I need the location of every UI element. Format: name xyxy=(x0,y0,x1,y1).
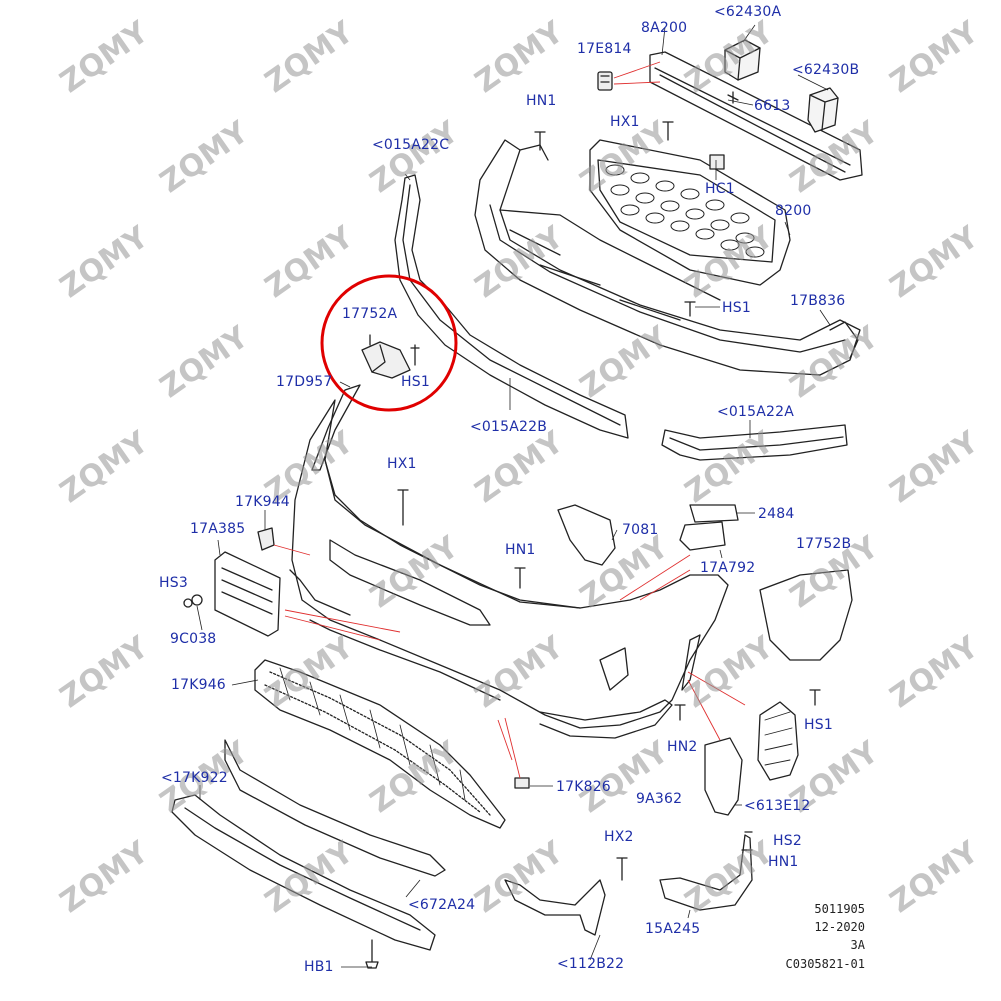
bracket-15a245 xyxy=(659,834,753,911)
reference-line-4: C0305821-01 xyxy=(785,957,865,971)
part-label-hc1[interactable]: HC1 xyxy=(705,181,735,197)
bracket-62430a xyxy=(724,39,761,81)
bracket-112b22 xyxy=(504,879,606,936)
trim-strip-015a22c xyxy=(394,174,629,439)
part-label-112b22[interactable]: <112B22 xyxy=(557,956,625,972)
part-label-hn2[interactable]: HN2 xyxy=(667,739,698,755)
drawing-reference: 5011905 12-2020 3A C0305821-01 xyxy=(760,902,865,982)
part-label-17k946[interactable]: 17K946 xyxy=(171,677,226,693)
tow-cap-2484 xyxy=(689,504,739,523)
highlight-circle xyxy=(320,274,458,412)
fog-lamp-613e12 xyxy=(757,701,799,781)
bracket-62430b xyxy=(807,87,839,133)
part-label-62430a[interactable]: <62430A xyxy=(714,4,782,20)
trim-015a22a xyxy=(661,424,848,461)
license-plate-bracket-17a385 xyxy=(214,551,281,637)
part-label-17k826[interactable]: 17K826 xyxy=(556,779,611,795)
deflector-17752b xyxy=(759,569,853,661)
part-label-hs1-circle[interactable]: HS1 xyxy=(401,374,430,390)
part-label-015a22a[interactable]: <015A22A xyxy=(717,404,795,420)
clip-17e814 xyxy=(597,71,613,91)
bracket-17752a xyxy=(361,334,420,379)
part-label-17a792[interactable]: 17A792 xyxy=(700,560,756,576)
bumper-cover xyxy=(289,399,729,739)
part-label-672a24[interactable]: <672A24 xyxy=(408,897,476,913)
part-label-17b836[interactable]: 17B836 xyxy=(790,293,846,309)
bezel-9a362 xyxy=(704,737,743,816)
part-label-hs1-right[interactable]: HS1 xyxy=(804,717,833,733)
part-label-hs1-grille[interactable]: HS1 xyxy=(722,300,751,316)
grille-8200 xyxy=(589,139,791,286)
part-label-015a22b[interactable]: <015A22B xyxy=(470,419,548,435)
part-label-62430b[interactable]: <62430B xyxy=(792,62,860,78)
bracket-7081 xyxy=(557,504,616,566)
leader-lines xyxy=(196,24,831,968)
reference-line-3: 3A xyxy=(850,938,865,952)
part-label-9c038[interactable]: 9C038 xyxy=(170,631,217,647)
part-label-9a362[interactable]: 9A362 xyxy=(636,791,683,807)
skid-plate-17k922 xyxy=(171,794,436,951)
part-label-17k944[interactable]: 17K944 xyxy=(235,494,290,510)
reference-line-2: 12-2020 xyxy=(814,920,865,934)
grommet-9c038 xyxy=(191,594,203,606)
bolt-hb1 xyxy=(365,939,379,969)
part-label-hn1-mid[interactable]: HN1 xyxy=(505,542,536,558)
red-leaders xyxy=(273,61,746,779)
part-label-17a385[interactable]: 17A385 xyxy=(190,521,246,537)
part-label-17752a[interactable]: 17752A xyxy=(342,306,398,322)
screw-hs3 xyxy=(183,598,193,608)
part-label-17k922[interactable]: <17K922 xyxy=(161,770,228,786)
part-label-hx1-top[interactable]: HX1 xyxy=(610,114,640,130)
part-label-15a245[interactable]: 15A245 xyxy=(645,921,701,937)
clip-hc1 xyxy=(709,154,725,170)
bracket-17k944 xyxy=(257,527,275,551)
part-label-hx2[interactable]: HX2 xyxy=(604,829,634,845)
clip-17k826 xyxy=(514,777,530,789)
reference-line-1: 5011905 xyxy=(814,902,865,916)
part-label-hn1-top[interactable]: HN1 xyxy=(526,93,557,109)
part-label-hb1[interactable]: HB1 xyxy=(304,959,334,975)
part-label-17d957[interactable]: 17D957 xyxy=(276,374,333,390)
part-label-hx1-mid[interactable]: HX1 xyxy=(387,456,417,472)
part-label-17e814[interactable]: 17E814 xyxy=(577,41,632,57)
fasteners xyxy=(397,121,821,881)
part-label-7081[interactable]: 7081 xyxy=(622,522,659,538)
part-label-2484[interactable]: 2484 xyxy=(758,506,795,522)
trim-17d957 xyxy=(311,384,361,471)
part-label-6613[interactable]: 6613 xyxy=(754,98,791,114)
part-label-hs2[interactable]: HS2 xyxy=(773,833,802,849)
trim-strip-672a24 xyxy=(224,739,446,877)
part-label-hn1-low[interactable]: HN1 xyxy=(768,854,799,870)
bezel-17a792 xyxy=(679,521,726,551)
part-label-8a200[interactable]: 8A200 xyxy=(641,20,688,36)
part-label-015a22c[interactable]: <015A22C xyxy=(372,137,450,153)
part-label-613e12[interactable]: <613E12 xyxy=(744,798,811,814)
part-label-17752b[interactable]: 17752B xyxy=(796,536,852,552)
part-label-hs3[interactable]: HS3 xyxy=(159,575,188,591)
lower-grille-17k946 xyxy=(254,659,506,829)
grille-carrier xyxy=(474,139,861,376)
part-label-8200[interactable]: 8200 xyxy=(775,203,812,219)
